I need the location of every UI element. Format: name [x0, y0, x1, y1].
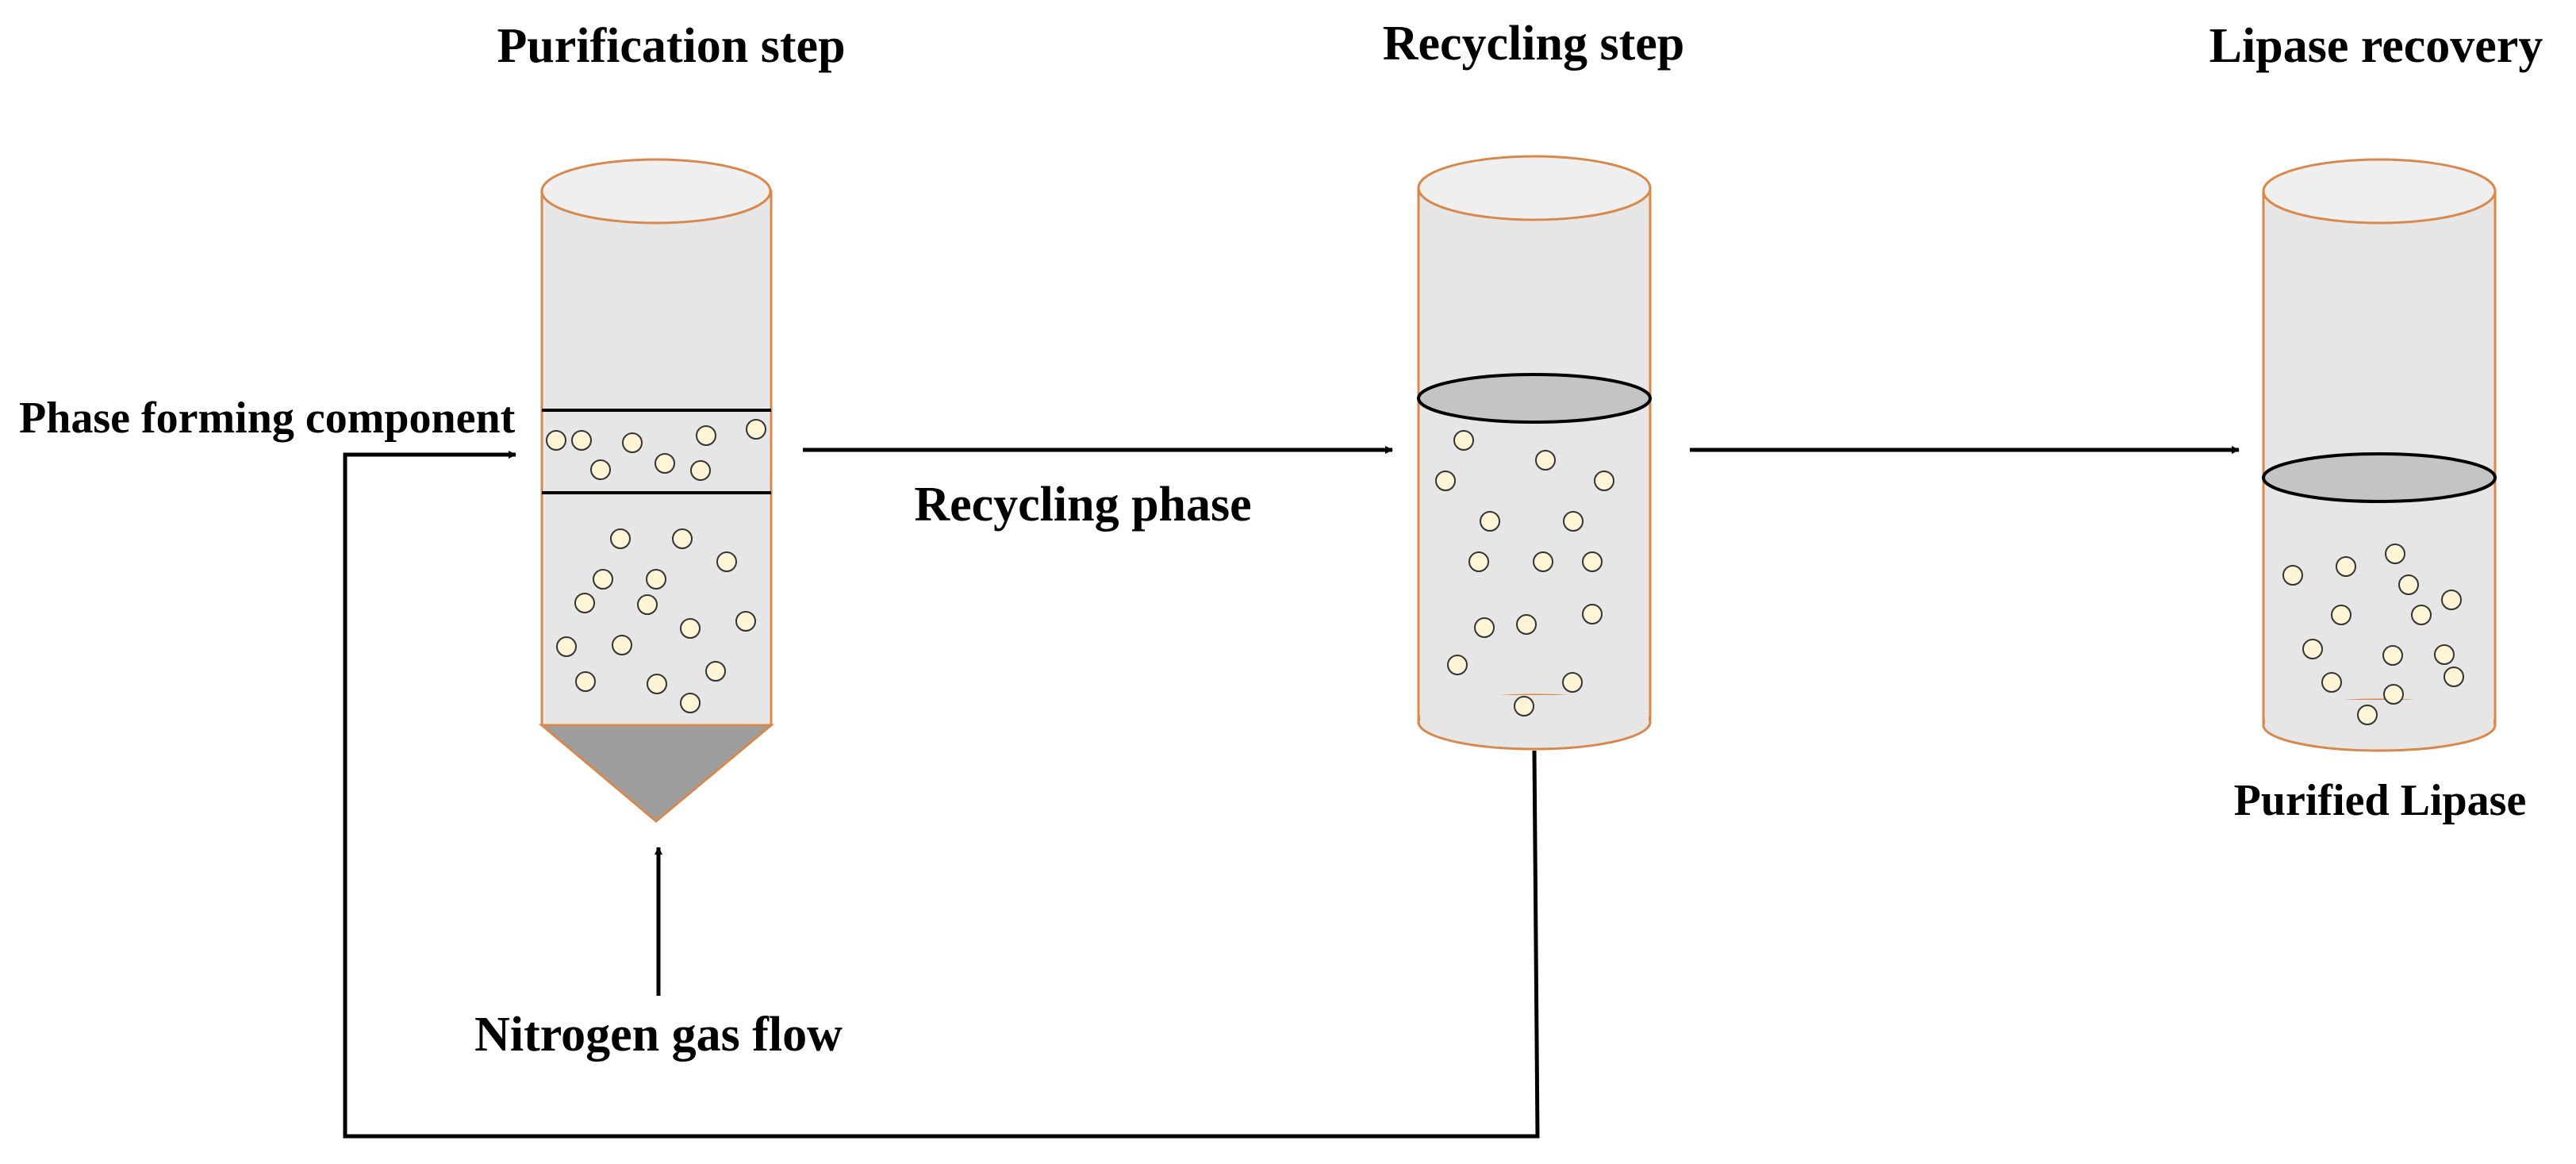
lipase-particle: [637, 594, 658, 615]
lipase-particle: [574, 593, 595, 613]
purification-step-title: Purification step: [497, 19, 845, 73]
lipase-particle: [1468, 551, 1489, 572]
lipase-particle: [590, 459, 611, 480]
purification-bubbles: [546, 419, 766, 713]
lipase-recovery-title: Lipase recovery: [2209, 19, 2543, 73]
lipase-particle: [1562, 672, 1583, 693]
lipase-particle: [2357, 705, 2378, 725]
purification-column: [538, 158, 775, 823]
lipase-particle: [2385, 544, 2405, 564]
lipase-particle: [2444, 667, 2464, 687]
lipase-particle: [690, 460, 711, 481]
lipase-particle: [612, 635, 632, 655]
recycle-return-line: [343, 451, 1540, 1139]
lipase-particle: [2382, 645, 2403, 666]
lipase-particle: [655, 453, 675, 474]
lipase-particle: [696, 425, 716, 446]
lipase-particle: [672, 528, 693, 549]
lipase-particle: [2434, 644, 2455, 665]
lipase-particle: [1582, 551, 1603, 572]
lipase-particle: [2398, 574, 2419, 595]
lipase-particle: [622, 432, 643, 453]
recycling-phase-label: Recycling phase: [914, 478, 1251, 532]
lipase-particle: [1533, 551, 1553, 572]
recycling-column: [1417, 155, 1652, 751]
lipase-particle: [2441, 590, 2462, 610]
recovery-column-top: [2262, 158, 2497, 225]
lipase-particle: [1447, 655, 1468, 675]
lipase-particle: [610, 528, 631, 549]
lipase-particle: [1535, 450, 1556, 471]
lipase-particle: [1435, 471, 1456, 491]
lipase-particle: [571, 430, 592, 451]
lipase-particle: [2336, 556, 2356, 577]
purified-lipase-label: Purified Lipase: [2234, 776, 2527, 825]
lipase-particle: [1516, 614, 1537, 635]
lipase-particle: [680, 618, 701, 639]
purification-column-cone: [538, 724, 775, 823]
recycling-column-top: [1417, 155, 1652, 221]
lipase-particle: [716, 551, 737, 572]
recovery-column: [2262, 158, 2497, 752]
recycling-step-title: Recycling step: [1383, 17, 1685, 71]
lipase-particle: [2411, 605, 2432, 625]
lipase-particle: [1582, 604, 1603, 624]
lipase-particle: [705, 661, 726, 682]
lipase-particle: [1474, 617, 1495, 638]
recovery-column-bottom-cover: [2265, 700, 2493, 725]
recycling-column-body: [1417, 186, 1652, 724]
lipase-particle: [2302, 639, 2323, 659]
lipase-particle: [1563, 511, 1584, 532]
lipase-particle: [646, 569, 666, 590]
lipase-particle: [735, 611, 756, 632]
lipase-particle: [593, 569, 613, 590]
lipase-particle: [2282, 565, 2303, 586]
lipase-particle: [1480, 511, 1500, 532]
lipase-particle: [2331, 605, 2351, 625]
lipase-particle: [746, 419, 766, 440]
lipase-particle: [556, 636, 577, 657]
lipase-particle: [647, 674, 667, 694]
recovery-bubbles: [2282, 544, 2464, 725]
recovery-phase-interface: [2262, 452, 2497, 503]
lipase-particle: [546, 430, 566, 451]
purification-column-top: [540, 158, 772, 225]
lipase-particle: [680, 693, 701, 713]
lipase-particle: [1594, 471, 1614, 491]
lipase-particle: [575, 671, 596, 692]
nitrogen-gas-flow-label: Nitrogen gas flow: [474, 1008, 843, 1062]
lipase-particle: [2321, 672, 2342, 693]
lipase-particle: [1514, 696, 1534, 716]
recycling-phase-interface: [1417, 373, 1652, 424]
lipase-particle: [1453, 430, 1474, 451]
recycling-bubbles: [1435, 430, 1614, 716]
lipase-particle: [2383, 684, 2404, 705]
recycling-column-bottom-cover: [1420, 695, 1649, 722]
phase-forming-component-label: Phase forming component: [19, 394, 516, 443]
